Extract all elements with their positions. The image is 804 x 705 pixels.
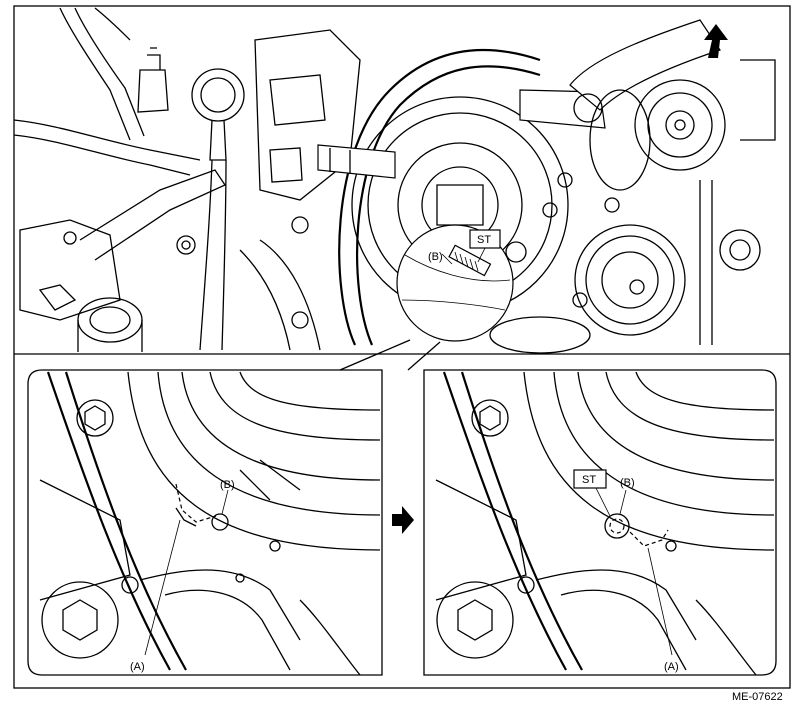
- label-b-before: (B): [220, 479, 235, 491]
- detail-after-panel: (B) ST (A): [423, 369, 777, 676]
- label-b-top: (B): [428, 251, 443, 263]
- zoom-callout-circle: [396, 224, 514, 342]
- right-arrow-icon: [392, 506, 414, 534]
- label-a-before: (A): [130, 661, 145, 673]
- engine-overview: ST (B): [13, 7, 776, 371]
- label-a-after: (A): [664, 661, 679, 673]
- detail-before-panel: (B) (A): [27, 369, 383, 676]
- label-b-after: (B): [620, 477, 635, 489]
- st-tag: ST: [477, 234, 491, 246]
- st-tag-after-box: [573, 469, 607, 489]
- figure-code: ME-07622: [732, 691, 783, 703]
- curved-up-arrow-icon: [704, 24, 728, 58]
- st-tag-after: ST: [582, 474, 596, 486]
- figure-border: [13, 5, 791, 689]
